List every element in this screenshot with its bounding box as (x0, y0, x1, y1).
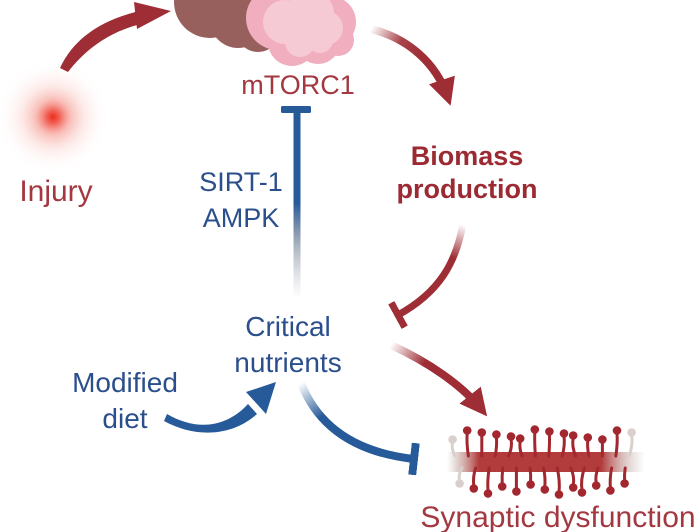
modified-diet-label: Modified diet (72, 367, 178, 434)
nutrients-inhibits-synaptic-dysfunction-tbar (297, 381, 420, 476)
injury-label: Injury (19, 175, 93, 208)
injury-glow (0, 59, 111, 175)
sirt1-label: SIRT-1 (199, 167, 283, 197)
ampk-label: AMPK (202, 203, 280, 233)
dendrite-illustration (447, 425, 645, 499)
brain-illustration (174, 0, 356, 66)
injury-to-mtorc1-arrow (60, 2, 171, 72)
biomass-to-synaptic-dysfunction-arrow (389, 341, 488, 417)
critical-nutrients-label: Critical nutrients (234, 311, 342, 378)
dendrite-spines (448, 425, 636, 499)
mtorc1-to-biomass-arrow (369, 25, 455, 106)
sirt-ampk-inhibits-mtorc1-tbar (281, 106, 311, 298)
biomass-inhibits-nutrients-tbar (388, 223, 467, 329)
modified-diet-to-nutrients-arrow (164, 382, 276, 433)
biomass-production-label: Biomass production (396, 141, 538, 204)
synaptic-dysfunction-label: Synaptic dysfunction (420, 501, 694, 532)
mtorc1-label: mTORC1 (241, 70, 355, 100)
